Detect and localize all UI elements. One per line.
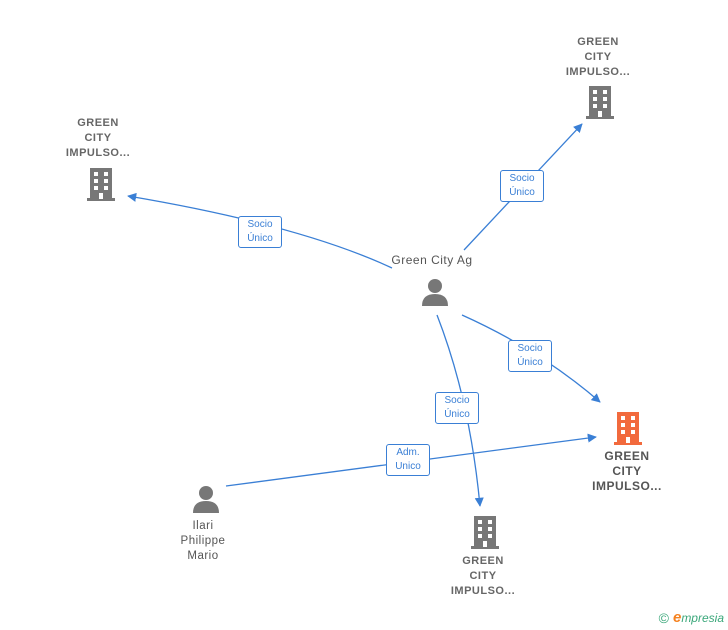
building-icon[interactable] [469, 514, 501, 550]
company-left-label[interactable]: GREEN CITY IMPULSO... [65, 117, 131, 159]
person-bottom-label[interactable]: Ilari Philippe Mario [180, 520, 226, 562]
edge-label-adm-unico: Adm. Unico [386, 444, 430, 476]
building-icon[interactable] [85, 166, 117, 202]
edge-label-socio-unico: Socio Único [500, 170, 544, 202]
brand-footer: © e mpresia [659, 609, 724, 626]
building-icon[interactable] [584, 84, 616, 120]
company-highlight-label[interactable]: GREEN CITY IMPULSO... [592, 449, 662, 493]
building-icon-highlight[interactable] [612, 410, 644, 446]
person-icon[interactable] [191, 484, 221, 514]
edge-label-socio-unico: Socio Único [435, 392, 479, 424]
center-person-label[interactable]: Green City Ag [391, 253, 473, 267]
company-top-right-label[interactable]: GREEN CITY IMPULSO... [565, 36, 631, 78]
company-bottom-label[interactable]: GREEN CITY IMPULSO... [450, 555, 516, 597]
edge-label-socio-unico: Socio Único [508, 340, 552, 372]
person-icon[interactable] [420, 277, 450, 307]
brand-initial: e [672, 609, 682, 626]
brand-name: mpresia [681, 610, 724, 625]
edge-label-socio-unico: Socio Único [238, 216, 282, 248]
copyright-icon: © [658, 609, 669, 626]
